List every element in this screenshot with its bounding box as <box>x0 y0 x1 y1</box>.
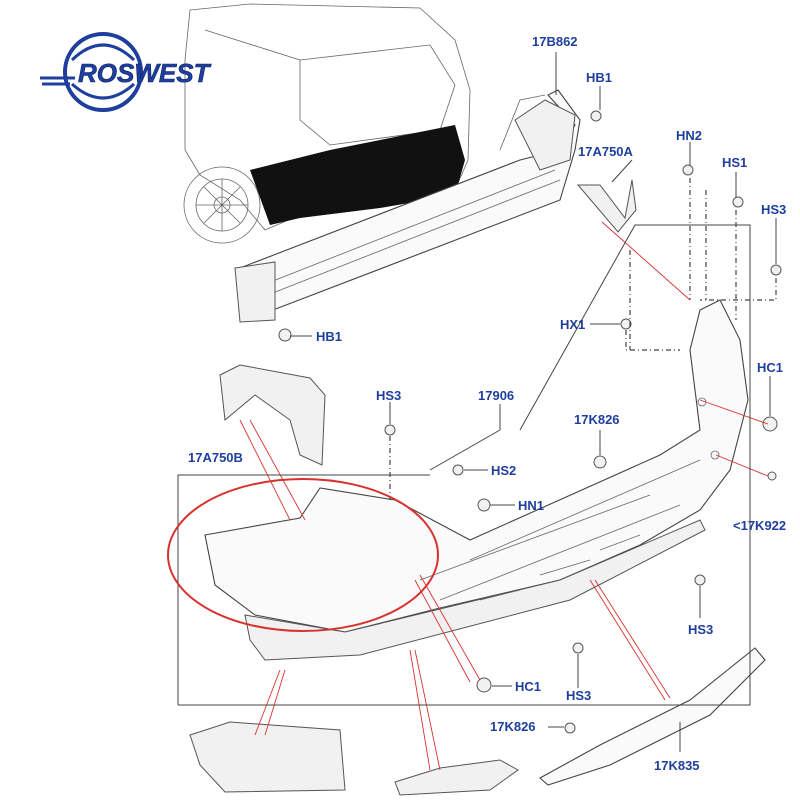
label-17A750A: 17A750A <box>578 144 634 159</box>
label-17K826-mid: 17K826 <box>574 412 620 427</box>
bumper-highlight-area <box>250 125 465 225</box>
bracket-17A750A <box>576 179 637 233</box>
roswest-logo: ROSWEST <box>40 32 212 112</box>
leader-lines <box>290 52 777 752</box>
assembly-lines <box>389 178 777 500</box>
label-17906: 17906 <box>478 388 514 403</box>
lower-trim-17K835 <box>539 647 766 786</box>
label-17K826-bottom: 17K826 <box>490 719 536 734</box>
label-HC1-right: HC1 <box>757 360 783 375</box>
part-labels: 17B862 HB1 HB1 17A750A HN2 HS1 HS3 HX1 H… <box>188 34 786 773</box>
label-HX1: HX1 <box>560 317 585 332</box>
label-17K922: <17K922 <box>733 518 786 533</box>
red-pointer-lines <box>239 221 769 771</box>
label-HC1-bottom: HC1 <box>515 679 541 694</box>
vehicle-rear-view <box>183 3 471 244</box>
label-HS2: HS2 <box>491 463 516 478</box>
label-HN2: HN2 <box>676 128 702 143</box>
lower-bracket-left <box>189 721 346 793</box>
logo-text: ROSWEST <box>78 58 212 88</box>
assembly-frame <box>177 224 751 706</box>
label-HN1: HN1 <box>518 498 544 513</box>
label-HS1: HS1 <box>722 155 747 170</box>
bumper-cover <box>204 299 749 661</box>
label-HB1-bottom: HB1 <box>316 329 342 344</box>
label-HS3-lower-right: HS3 <box>688 622 713 637</box>
label-HB1-top: HB1 <box>586 70 612 85</box>
highlight-ellipse <box>167 478 439 632</box>
fasteners <box>278 110 782 734</box>
lower-bracket-right <box>394 759 519 796</box>
label-HS3-mid: HS3 <box>376 388 401 403</box>
bracket-17A750B <box>219 364 326 466</box>
label-17B862: 17B862 <box>532 34 578 49</box>
label-17K835: 17K835 <box>654 758 700 773</box>
label-HS3-right-top: HS3 <box>761 202 786 217</box>
label-HS3-bottom: HS3 <box>566 688 591 703</box>
label-17A750B: 17A750B <box>188 450 243 465</box>
reinforcement-beam <box>234 89 581 323</box>
